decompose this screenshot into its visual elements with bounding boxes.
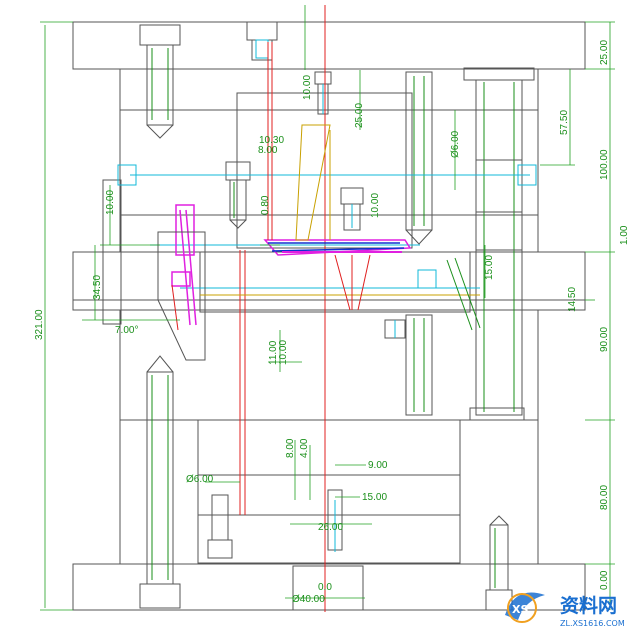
screw-head-bottom-left bbox=[139, 583, 181, 609]
watermark-cn: 资料网 bbox=[560, 594, 617, 617]
sprue-bushing-block bbox=[292, 565, 364, 611]
watermark: XS 资料网 ZL.XS1616.COM bbox=[505, 592, 625, 628]
dim-right-100: 100.00 bbox=[599, 149, 610, 180]
screw-head-left-plate bbox=[225, 161, 251, 181]
screws bbox=[139, 21, 513, 611]
slider-left bbox=[175, 204, 195, 256]
dim-26: 26.00 bbox=[318, 522, 343, 533]
return-pin-right-upper bbox=[405, 71, 433, 231]
dim-8: 8.00 bbox=[258, 145, 278, 156]
dim-9: 9.00 bbox=[368, 460, 388, 471]
dim-top-25: 25.00 bbox=[354, 103, 365, 128]
guide-bushing-right bbox=[463, 67, 535, 421]
dim-4: 4.00 bbox=[299, 438, 310, 458]
dim-0-80: 0.80 bbox=[260, 195, 271, 215]
dim-inner-15: 15.00 bbox=[484, 255, 495, 280]
watermark-logo-text: XS bbox=[512, 603, 528, 616]
dim-phi40: Ø40.00 bbox=[292, 594, 325, 605]
a-plate bbox=[119, 68, 539, 253]
dim-15-lower: 15.00 bbox=[362, 492, 387, 503]
ejector-retainer-plate bbox=[197, 474, 461, 516]
guide-pin-left-bottom bbox=[102, 251, 122, 325]
spacer-block-right bbox=[459, 419, 539, 565]
dim-bottom-11: 11.00 bbox=[268, 340, 279, 365]
screw-shank-top-center bbox=[251, 39, 273, 61]
dim-8-lower: 8.00 bbox=[285, 438, 296, 458]
wedge-yellow bbox=[295, 124, 331, 241]
screw-shank-top-left bbox=[146, 44, 174, 126]
dim-left-34-50: 34.50 bbox=[92, 275, 103, 300]
parting-features bbox=[117, 42, 537, 515]
ejector-plate bbox=[197, 514, 461, 564]
dim-right-90: 90.00 bbox=[599, 327, 610, 352]
lifter-angled bbox=[157, 231, 206, 361]
support-plate bbox=[119, 309, 539, 421]
watermark-url: ZL.XS1616.COM bbox=[560, 619, 625, 628]
dim-right-14-50: 14.50 bbox=[567, 287, 578, 312]
dim-10-30: 10.30 bbox=[259, 135, 284, 146]
guide-pin-cyan-right bbox=[517, 164, 537, 186]
b-plate bbox=[72, 251, 586, 311]
dim-phi6-lower: Ø6.00 bbox=[186, 474, 214, 485]
watermark-logo bbox=[505, 592, 545, 620]
dim-inner-10: 10.00 bbox=[370, 193, 381, 218]
guide-pin-cyan-core bbox=[417, 269, 437, 289]
dim-phi6-upper: Ø6.00 bbox=[450, 130, 461, 158]
dimension-lines bbox=[40, 5, 615, 611]
screw-head-upper-mid bbox=[314, 71, 332, 85]
dimension-labels: 321.00 25.00 57.50 100.00 1.00 14.50 90.… bbox=[34, 40, 630, 605]
spacer-block-left bbox=[119, 419, 199, 565]
slider-block bbox=[171, 271, 191, 287]
dim-top-10: 10.00 bbox=[302, 75, 313, 100]
screw-head-top-left bbox=[139, 24, 181, 46]
dim-0-0: 0.0 bbox=[318, 582, 332, 593]
screw-head-center-plate bbox=[340, 187, 364, 205]
dim-angle-7: 7.00° bbox=[115, 325, 138, 336]
dim-right-80: 80.00 bbox=[599, 485, 610, 510]
screw-tip-top-left bbox=[146, 124, 174, 139]
dim-right-1: 1.00 bbox=[619, 225, 630, 245]
screw-head-bottom-center bbox=[207, 539, 233, 559]
dim-right-25: 25.00 bbox=[599, 40, 610, 65]
dim-left-10: 10.00 bbox=[105, 190, 116, 215]
return-pin-right-lower bbox=[405, 314, 433, 416]
screw-shank-bottom-left bbox=[146, 371, 174, 585]
dim-bottom-10: 10.00 bbox=[278, 340, 289, 365]
dim-right-57-50: 57.50 bbox=[559, 110, 570, 135]
dim-right-0: 0.00 bbox=[599, 570, 610, 590]
screw-tip-bottom-left bbox=[146, 355, 174, 373]
guide-pin-cyan-left bbox=[117, 164, 137, 186]
screw-head-top-center bbox=[246, 21, 278, 41]
product-part bbox=[263, 239, 412, 256]
dim-total-height: 321.00 bbox=[34, 309, 45, 340]
